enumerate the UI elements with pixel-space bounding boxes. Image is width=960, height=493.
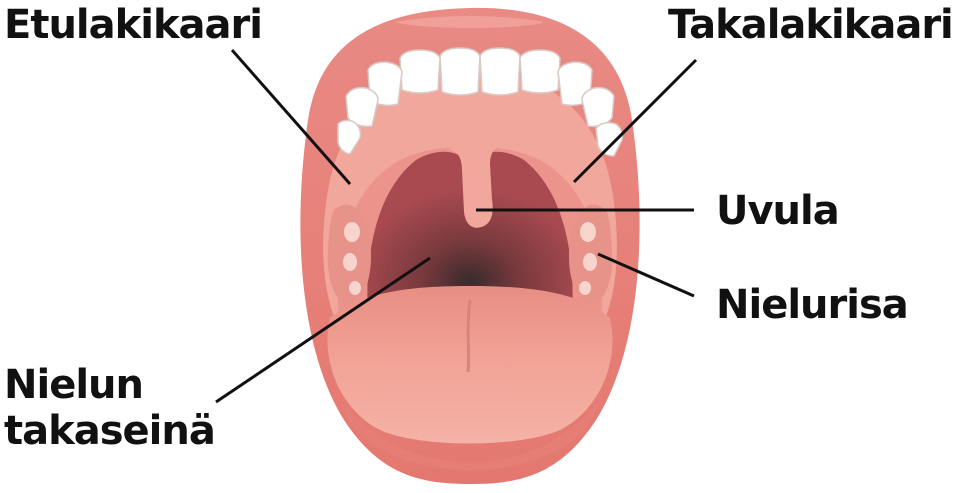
label-throat-wall-line2: takaseinä (4, 408, 216, 454)
label-tonsil: Nielurisa (716, 282, 909, 328)
label-uvula: Uvula (716, 188, 840, 234)
throat (367, 151, 573, 318)
lower-lip-inner (340, 400, 600, 470)
upper-lip-highlight (395, 16, 545, 28)
label-throat-wall: Nielun takaseinä (4, 362, 216, 454)
uvula (448, 143, 500, 228)
tongue-groove (466, 299, 472, 373)
leader-back-arch (572, 58, 698, 184)
leader-lines (215, 49, 698, 404)
right-tonsil (568, 204, 613, 305)
left-tonsil (327, 204, 372, 305)
leader-throat-wall (215, 256, 431, 404)
label-throat-wall-line1: Nielun (4, 362, 144, 408)
leader-tonsil (597, 252, 695, 298)
label-front-arch: Etulakikaari (4, 2, 263, 48)
tongue (327, 286, 613, 444)
upper-teeth (337, 47, 624, 157)
label-back-arch: Takalakikaari (668, 2, 954, 48)
leader-front-arch (230, 49, 352, 185)
